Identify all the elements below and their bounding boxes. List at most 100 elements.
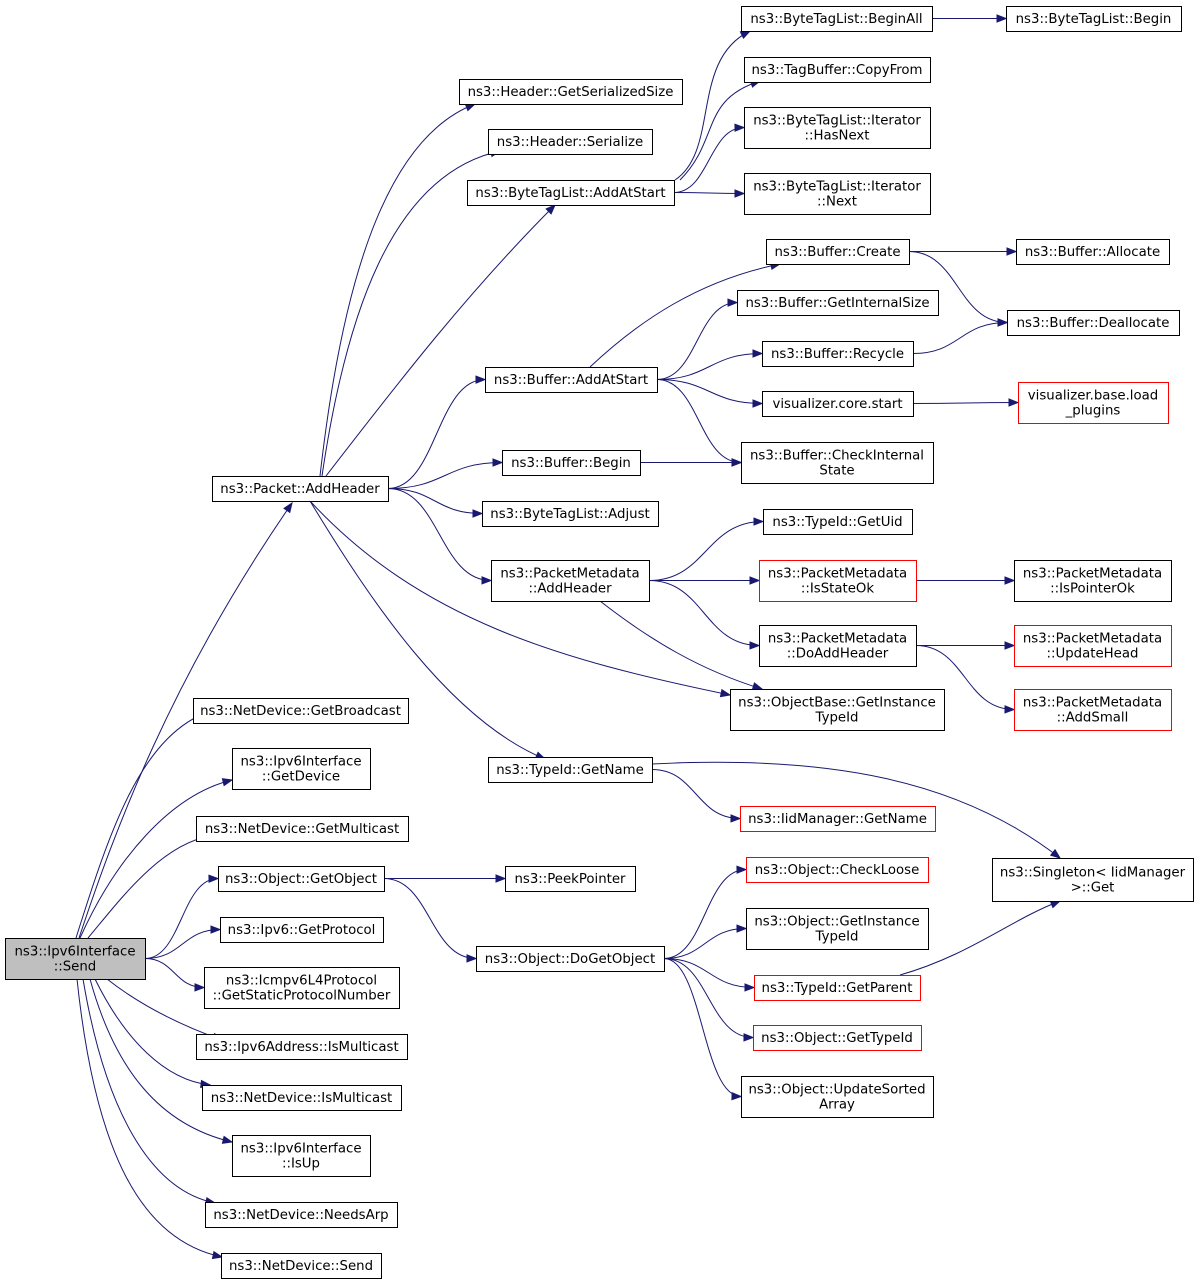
node-box [754,975,921,1001]
function-node-pm_ispointerok[interactable]: ns3::PacketMetadata::IsPointerOk [1014,560,1172,602]
arrowhead-icon [1008,398,1020,407]
call-edge-buf_create-to-buf_allocate [909,247,1018,256]
call-edge-getobject-to-peekpointer [384,874,507,883]
function-node-needsarp[interactable]: ns3::NetDevice::NeedsArp [205,1202,398,1228]
call-edge-line [663,958,754,1038]
function-node-btl_it_hasnext[interactable]: ns3::ByteTagList::Iterator::HasNext [744,107,931,149]
arrowhead-icon [997,318,1009,327]
arrowhead-icon [736,924,748,933]
function-node-root[interactable]: ns3::Ipv6Interface::Send [5,938,146,980]
function-node-ipv6addr_ismc[interactable]: ns3::Ipv6Address::IsMulticast [196,1034,408,1060]
call-edge-addheader-to-btl_addatstart [325,204,556,477]
node-label: ns3::Header::Serialize [497,135,643,150]
call-edge-root-to-getbroadcast [75,712,207,939]
function-node-buf_addatstart[interactable]: ns3::Buffer::AddAtStart [485,367,658,393]
node-label: ns3::NetDevice::GetBroadcast [200,704,401,719]
function-node-ipv6if_isup[interactable]: ns3::Ipv6Interface::IsUp [232,1135,371,1177]
call-edge-addheader-to-pm_addheader [387,488,493,585]
node-label: ns3::Object::UpdateSorted [748,1083,925,1098]
call-edge-line [663,928,747,959]
arrowhead-icon [1004,705,1016,714]
function-node-nd_send[interactable]: ns3::NetDevice::Send [221,1253,382,1279]
node-box [746,908,929,950]
node-box [488,129,653,155]
function-node-pm_addheader[interactable]: ns3::PacketMetadata::AddHeader [491,560,650,602]
node-box [744,173,931,215]
function-node-buf_begin[interactable]: ns3::Buffer::Begin [502,450,641,476]
node-label: ns3::NetDevice::IsMulticast [211,1091,393,1106]
arrowhead-icon [472,509,484,518]
function-node-typeid_getuid[interactable]: ns3::TypeId::GetUid [763,509,913,535]
node-label: >::Get [1071,881,1115,896]
function-node-getmulticast[interactable]: ns3::NetDevice::GetMulticast [196,816,409,842]
node-box [1016,239,1170,265]
node-box [485,367,658,393]
function-node-btl_adjust[interactable]: ns3::ByteTagList::Adjust [482,501,659,527]
function-node-buf_deallocate[interactable]: ns3::Buffer::Deallocate [1007,310,1180,336]
function-node-getbroadcast[interactable]: ns3::NetDevice::GetBroadcast [193,698,409,724]
function-node-pm_isstateok[interactable]: ns3::PacketMetadata::IsStateOk [759,560,917,602]
function-node-singleton_get[interactable]: ns3::Singleton< IidManager >::Get [992,858,1194,902]
function-node-pm_updatehead[interactable]: ns3::PacketMetadata::UpdateHead [1014,625,1172,667]
call-edge-line [321,150,501,477]
node-label: ns3::Buffer::Allocate [1025,245,1160,260]
node-box [1014,689,1172,731]
node-label: ::Send [54,960,96,975]
function-node-btl_begin[interactable]: ns3::ByteTagList::Begin [1006,6,1182,32]
node-box [202,1085,402,1111]
call-edge-line [309,500,546,760]
function-node-buf_recycle[interactable]: ns3::Buffer::Recycle [762,341,914,367]
node-box [1007,310,1180,336]
function-node-hdr_serialize[interactable]: ns3::Header::Serialize [488,129,653,155]
function-node-obj_dogetobject[interactable]: ns3::Object::DoGetObject [476,946,665,972]
function-node-buf_create[interactable]: ns3::Buffer::Create [766,239,910,265]
function-node-peekpointer[interactable]: ns3::PeekPointer [505,866,636,892]
node-label: ::IsStateOk [801,582,874,597]
function-node-obj_checkloose[interactable]: ns3::Object::CheckLoose [746,857,929,883]
function-node-iidmgr_getname[interactable]: ns3::IidManager::GetName [740,806,936,832]
function-node-typeid_getparent[interactable]: ns3::TypeId::GetParent [754,975,921,1001]
call-edge-root-to-ipv6if_getdevice [79,778,234,939]
arrowhead-icon [749,576,761,585]
node-box [220,917,384,943]
function-node-getprotocol[interactable]: ns3::Ipv6::GetProtocol [220,917,384,943]
function-node-pm_doaddheader[interactable]: ns3::PacketMetadata::DoAddHeader [759,625,917,667]
call-edge-obj_dogetobject-to-obj_updatesorted [663,958,743,1101]
function-node-nd_ismc[interactable]: ns3::NetDevice::IsMulticast [202,1085,402,1111]
call-edge-line [663,869,747,959]
node-label: ns3::TagBuffer::CopyFrom [751,63,922,78]
function-node-viz_base_load[interactable]: visualizer.base.load_plugins [1018,382,1169,424]
function-node-btl_it_next[interactable]: ns3::ByteTagList::Iterator::Next [744,173,931,215]
call-edge-buf_addatstart-to-buf_checkinternal [656,379,743,467]
function-node-buf_getinternalsize[interactable]: ns3::Buffer::GetInternalSize [737,290,939,316]
function-node-addheader[interactable]: ns3::Packet::AddHeader [212,476,389,502]
call-edge-line [144,878,219,959]
function-node-pm_addsmall[interactable]: ns3::PacketMetadata::AddSmall [1014,689,1172,731]
function-node-buf_allocate[interactable]: ns3::Buffer::Allocate [1016,239,1170,265]
call-edge-pm_addheader-to-objbase_getinstancetypeid [599,600,764,691]
function-node-icmpv6[interactable]: ns3::Icmpv6L4Protocol::GetStaticProtocol… [204,967,400,1009]
function-node-obj_gettypeid[interactable]: ns3::Object::GetTypeId [753,1025,922,1051]
function-node-ipv6if_getdevice[interactable]: ns3::Ipv6Interface::GetDevice [232,748,371,790]
function-node-btl_beginall[interactable]: ns3::ByteTagList::BeginAll [741,6,933,32]
call-edge-line [144,929,221,959]
function-node-getobject[interactable]: ns3::Object::GetObject [218,866,385,892]
node-box [737,290,939,316]
call-edge-root-to-getobject [144,874,220,959]
node-label: visualizer.base.load [1028,389,1158,404]
function-node-hdr_getsize[interactable]: ns3::Header::GetSerializedSize [459,79,683,105]
call-edge-line [387,488,483,514]
call-edge-obj_dogetobject-to-obj_getinstancetypeid [663,924,748,959]
node-label: _plugins [1065,404,1121,419]
function-node-typeid_getname[interactable]: ns3::TypeId::GetName [488,757,653,783]
function-node-viz_core_start[interactable]: visualizer.core.start [762,391,914,417]
node-label: State [819,464,854,479]
function-node-btl_addatstart[interactable]: ns3::ByteTagList::AddAtStart [467,180,675,206]
call-edge-line [75,712,206,939]
function-node-tagbuf_copyfrom[interactable]: ns3::TagBuffer::CopyFrom [744,57,931,83]
arrowhead-icon [996,14,1008,23]
